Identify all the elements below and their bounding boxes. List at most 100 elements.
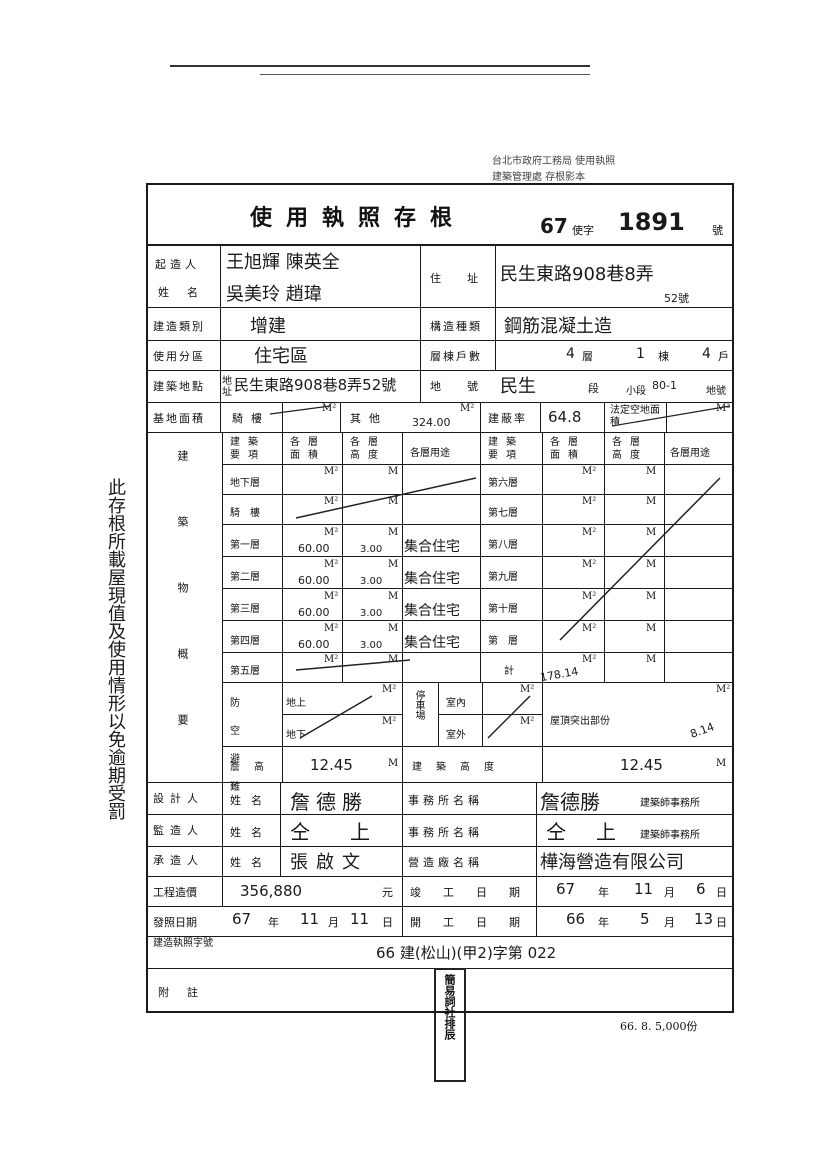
completion-day: 6 (696, 880, 706, 898)
owner-names-line1: 王旭輝 陳英全 (226, 252, 340, 273)
floor-use: 集合住宅 (404, 539, 460, 555)
floor-height: 3.00 (360, 608, 383, 619)
strike-line (295, 477, 477, 519)
floor-height: 3.00 (360, 544, 383, 555)
bgrid-h-head (222, 464, 734, 465)
supervisor-label: 監造人 (153, 824, 204, 837)
unit-m2: M² (324, 496, 339, 507)
strike-line (611, 405, 731, 427)
top-stamp-line1: 台北市政府工務局 使用執照 (492, 156, 616, 167)
bgrid-shelter-v (282, 682, 283, 746)
lot-subsection: 小段 (626, 386, 646, 397)
parking-unit-2: M² (520, 716, 535, 727)
bgrid-h7 (222, 682, 734, 683)
bhead-left-2: 各層高度 (350, 437, 386, 461)
bgrid-v3 (342, 432, 343, 682)
unit-m2-right: M² (582, 654, 597, 665)
bhead-right-2: 各層高度 (612, 437, 648, 461)
chop-text: 簡易詞社排辰 (443, 974, 456, 1040)
parking-in: 室內 (446, 698, 466, 709)
bgrid-h6 (222, 652, 734, 653)
floor-name: 第四層 (230, 636, 260, 647)
category-value: 增建 (250, 316, 286, 337)
form-frame (146, 183, 734, 1013)
building-side-label: 建築物概要 (176, 450, 189, 780)
contractor-company: 樺海營造有限公司 (540, 852, 684, 873)
bhead-left-3: 各層用途 (410, 448, 450, 459)
completion-year: 67 (556, 880, 576, 898)
bgrid-h2 (222, 524, 734, 525)
start-label: 開工日期 (410, 916, 542, 929)
floor-height: 3.00 (360, 576, 383, 587)
eave-unit: M (388, 758, 399, 769)
vline-person-3 (402, 782, 403, 936)
cost-unit: 元 (382, 886, 393, 899)
owner-label-bottom: 姓名 (158, 286, 216, 299)
bhead-left-1: 各層面積 (290, 437, 326, 461)
address-value: 民生東路908巷8弄 (500, 264, 654, 285)
owner-names-line2: 吳美玲 趙瑋 (226, 284, 322, 305)
vline-area-2 (340, 402, 341, 432)
issue-day: 11 (350, 910, 370, 928)
hline-6 (146, 432, 734, 433)
issue-month: 11 (300, 910, 320, 928)
floors-unit: 層 (582, 350, 593, 363)
bhead-right-0: 建築要項 (488, 437, 524, 461)
vline-owner-addr (420, 244, 421, 402)
arcade-label: 騎樓 (232, 412, 270, 425)
hline-4 (146, 370, 734, 371)
permit-value: 66 建(松山)(甲2)字第 022 (376, 944, 557, 962)
unit-m-right: M (646, 527, 657, 538)
zone-value: 住宅區 (254, 346, 308, 367)
floor-use: 集合住宅 (404, 603, 460, 619)
owner-label-top: 起造人 (155, 258, 200, 271)
strike-line (269, 405, 331, 415)
license-year: 67 (540, 214, 568, 238)
contractor-name-label: 姓名 (230, 856, 272, 869)
height-label: 建築高度 (412, 762, 508, 773)
floor-area: 60.00 (298, 574, 330, 587)
bgrid-parking-v (438, 682, 439, 746)
bgrid-v6 (542, 432, 543, 682)
unit-m2: M² (324, 623, 339, 634)
shelter-label: 防空避難 (230, 698, 254, 793)
remarks-label: 附註 (158, 986, 216, 999)
other-label: 其他 (350, 412, 388, 425)
unit-m: M (388, 496, 399, 507)
height-unit: M (716, 758, 727, 769)
unit-m2: M² (324, 466, 339, 477)
unit-m: M (388, 527, 399, 538)
completion-d: 日 (716, 886, 727, 899)
buildings-value: 1 (636, 346, 645, 362)
bgrid-parking-v2 (482, 682, 483, 746)
other-unit: M² (460, 403, 475, 414)
hline-10 (146, 876, 734, 877)
bgrid-v4 (402, 432, 403, 746)
completion-m: 月 (664, 886, 675, 899)
unit-m2: M² (324, 654, 339, 665)
issue-year: 67 (232, 910, 252, 928)
unit-m: M (388, 623, 399, 634)
strike-line (299, 695, 373, 739)
license-suffix: 號 (712, 224, 723, 237)
unit-m: M (388, 654, 399, 665)
shelter-above: 地上 (286, 698, 306, 709)
shelter-unit-2: M² (382, 716, 397, 727)
cost-value: 356,880 (240, 882, 303, 900)
arcade-unit: M² (322, 403, 337, 414)
designer-office: 詹德勝 (540, 790, 600, 814)
start-y: 年 (598, 916, 609, 929)
parking-out: 室外 (446, 730, 466, 741)
designer-suffix: 建築師事務所 (640, 798, 700, 809)
parking-label: 停車場 (413, 690, 424, 720)
floor-area: 60.00 (298, 638, 330, 651)
supervisor-name-label: 姓名 (230, 826, 272, 839)
unit-m-right: M (646, 623, 657, 634)
floor-name: 騎樓 (230, 508, 270, 519)
area-label: 基地面積 (153, 412, 205, 425)
start-d: 日 (716, 916, 727, 929)
floor-name: 第二層 (230, 572, 260, 583)
floor-area: 60.00 (298, 542, 330, 555)
supervisor-office-label: 事務所名稱 (408, 826, 483, 839)
floor-name-right: 第九層 (488, 572, 518, 583)
